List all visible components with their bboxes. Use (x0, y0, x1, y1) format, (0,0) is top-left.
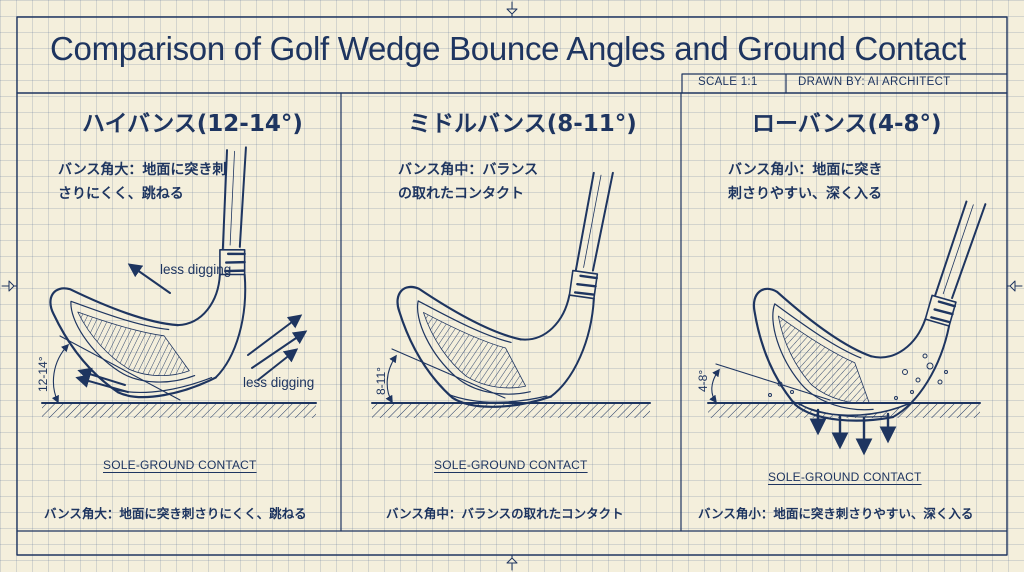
panel-high-bounce-desc-line2: さりにくく、跳ねる (58, 186, 184, 202)
panel-mid-bounce-footer: バンス角中：バランスの取れたコンタクト (386, 506, 624, 521)
low-bounce-club (748, 193, 987, 427)
panel-high-bounce-desc-line1: バンス角大：地面に突き刺 (58, 162, 227, 178)
mid-bounce-club (384, 169, 638, 418)
panel-mid-bounce-desc-line2: の取れたコンタクト (398, 186, 524, 202)
panel-low-bounce-desc-line1: バンス角小：地面に突き (728, 162, 883, 178)
panel-low-bounce-title: ローバンス(4-8°) (752, 111, 942, 137)
panel-high-bounce-footer: バンス角大：地面に突き刺さりにくく、跳ねる (44, 506, 307, 521)
contact-label-mid: SOLE-GROUND CONTACT (434, 458, 588, 472)
annotation-less-digging-bottom: less digging (243, 375, 315, 390)
panel-mid-bounce-desc-line1: バンス角中：バランス (398, 162, 539, 178)
contact-label-high: SOLE-GROUND CONTACT (103, 458, 257, 472)
panel-low-bounce-drawing (707, 193, 987, 456)
diagram-title: Comparison of Golf Wedge Bounce Angles a… (50, 30, 967, 67)
panel-mid-bounce-drawing (371, 169, 651, 418)
drawn-by-label: DRAWN BY: AI ARCHITECT (798, 76, 951, 88)
panel-low-bounce-desc-line2: 刺さりやすい、深く入る (728, 186, 882, 202)
angle-label-high: 12-14° (36, 356, 50, 393)
panel-high-bounce-title: ハイバンス(12-14°) (82, 111, 303, 137)
panel-high-bounce-drawing (23, 144, 317, 419)
annotation-less-digging-top: less digging (160, 262, 232, 277)
angle-label-low: 4-8° (696, 369, 710, 392)
panel-mid-bounce-title: ミドルバンス(8-11°) (408, 111, 637, 137)
angle-label-mid: 8-11° (374, 367, 388, 395)
panel-low-bounce-footer: バンス角小：地面に突き刺さりやすい、深く入る (698, 506, 974, 521)
contact-label-low: SOLE-GROUND CONTACT (768, 470, 922, 484)
scale-label: SCALE 1:1 (698, 76, 758, 88)
